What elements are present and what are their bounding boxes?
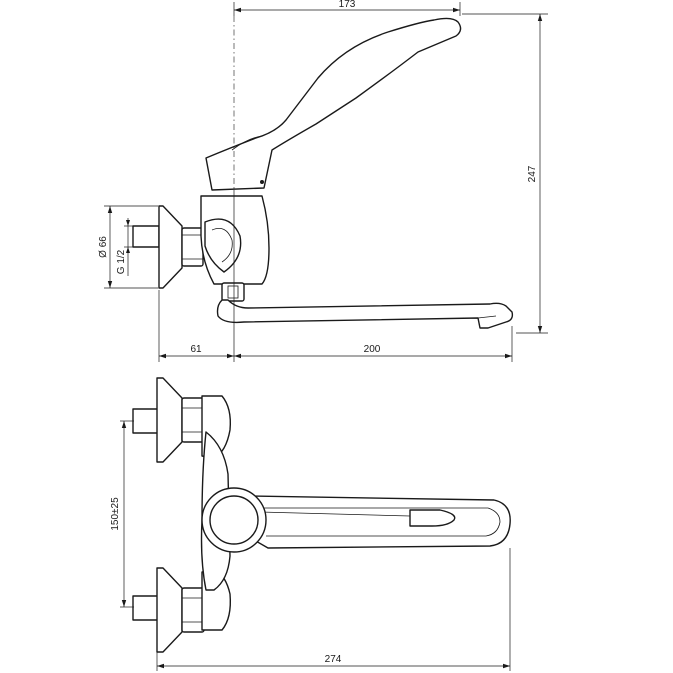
top-lower-inlet [132, 567, 232, 653]
top-view: 150±25 274 [110, 377, 511, 671]
dim-247-label: 247 [527, 165, 538, 182]
side-lever-handle [205, 17, 462, 191]
side-view: 173 247 Ø 66 G 1/2 [98, 0, 548, 362]
dim-61-label: 61 [190, 344, 202, 355]
top-dimensions: 150±25 274 [110, 420, 511, 671]
side-valve-body [200, 195, 270, 302]
top-cartridge-cap [201, 487, 267, 553]
side-spout [216, 299, 514, 329]
dim-200-label: 200 [364, 344, 381, 355]
side-wall-rosette [132, 205, 204, 289]
dim-173-label: 173 [339, 0, 356, 10]
dim-rosette-diameter-label: Ø 66 [98, 236, 109, 258]
side-dimensions: 173 247 Ø 66 G 1/2 [98, 0, 548, 362]
top-spout [249, 495, 511, 549]
dim-274-label: 274 [325, 654, 342, 665]
dim-thread-label: G 1/2 [116, 249, 127, 274]
dim-150-label: 150±25 [110, 497, 121, 531]
